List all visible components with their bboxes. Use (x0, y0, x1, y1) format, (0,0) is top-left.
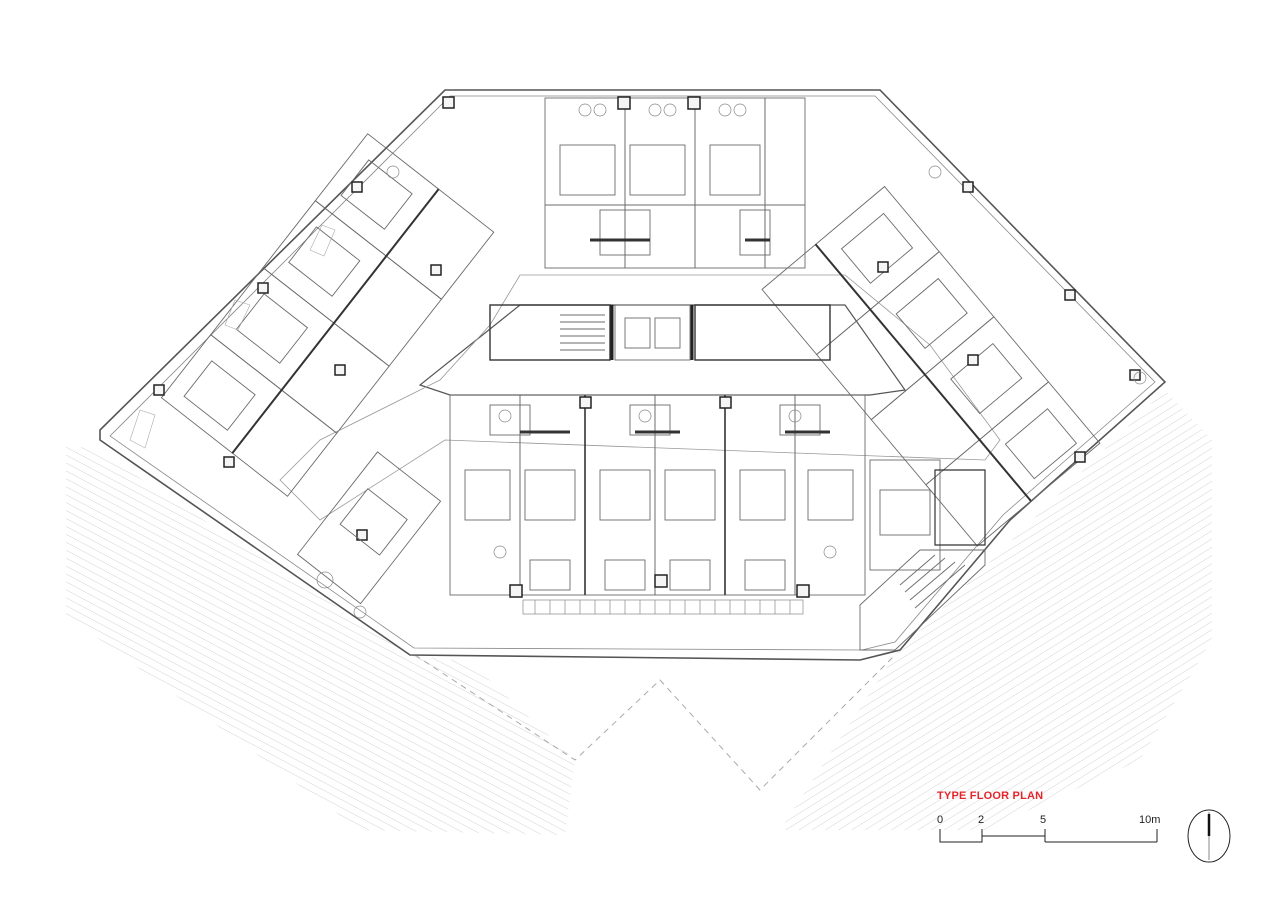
lower-right-block (859, 459, 986, 651)
lower-left-block (296, 451, 442, 605)
scale-label-5: 5 (1040, 814, 1047, 826)
corridor-outer-edge (279, 274, 1001, 521)
site-hatch-left (66, 445, 575, 835)
corridor-inner-edge (418, 304, 907, 396)
right-wing-columns (877, 181, 1141, 463)
scale-label-10m: 10m (1139, 814, 1161, 826)
left-wing (160, 133, 495, 497)
north-arrow-icon (1187, 809, 1231, 863)
site-hatch-right (780, 390, 1212, 830)
drawing-title: TYPE FLOOR PLAN (937, 790, 1044, 802)
top-wing (544, 97, 806, 269)
bottom-wing-columns (509, 396, 810, 598)
left-wing-columns (153, 181, 442, 541)
left-wing-hatch (129, 224, 336, 449)
core (489, 304, 831, 361)
top-wing-columns (442, 96, 701, 110)
right-wing (761, 185, 1101, 547)
building-outline (99, 89, 1167, 661)
podium-outline (414, 654, 896, 791)
bottom-wing (449, 394, 866, 596)
fixtures (316, 103, 1147, 619)
scale-label-2: 2 (978, 814, 985, 826)
scale-bar (939, 829, 1158, 843)
scale-label-0: 0 (937, 814, 944, 826)
balcony-strip (522, 599, 804, 615)
